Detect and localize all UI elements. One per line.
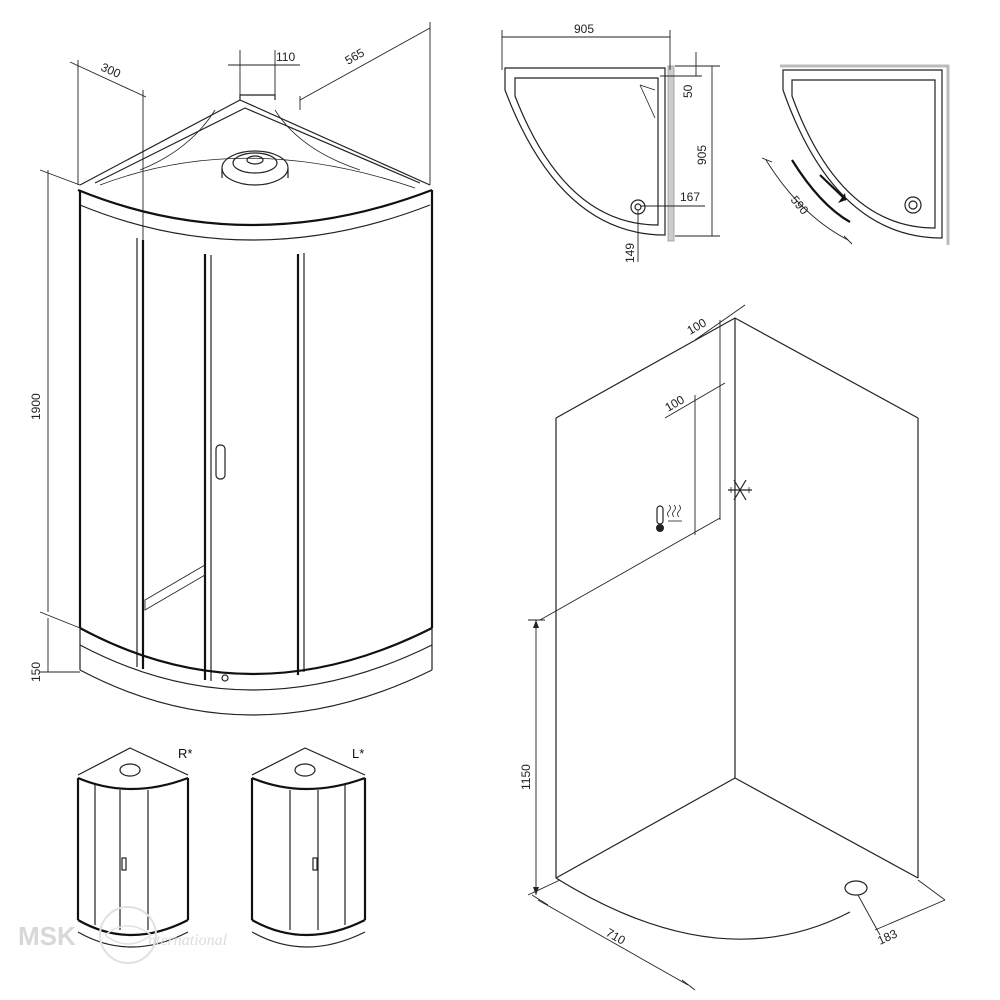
variant-left: L* bbox=[250, 746, 367, 948]
dim-110: 110 bbox=[276, 50, 295, 64]
dim-590: 590 bbox=[788, 193, 812, 218]
variant-left-label: L* bbox=[352, 746, 364, 761]
dim-710: 710 bbox=[604, 925, 629, 947]
dim-150: 150 bbox=[29, 662, 43, 682]
svg-text:MSK: MSK bbox=[18, 921, 76, 951]
variant-right-label: R* bbox=[178, 746, 192, 761]
svg-text:nternational: nternational bbox=[148, 932, 228, 949]
dim-1150: 1150 bbox=[519, 764, 533, 790]
dim-905-width: 905 bbox=[574, 22, 594, 36]
dim-1900: 1900 bbox=[29, 393, 43, 420]
front-view: 300 110 565 1900 150 bbox=[29, 22, 434, 716]
dim-149: 149 bbox=[623, 243, 637, 263]
dim-167: 167 bbox=[680, 190, 700, 204]
wall-layout: 100 100 1150 bbox=[519, 304, 946, 991]
door-plan: 590 bbox=[761, 64, 950, 245]
dim-565: 565 bbox=[343, 45, 368, 67]
variant-right: R* bbox=[76, 746, 192, 948]
thermostat-icon bbox=[656, 504, 682, 532]
drain-icon bbox=[904, 196, 922, 214]
snowflake-icon bbox=[728, 479, 752, 501]
dim-905-depth: 905 bbox=[695, 145, 709, 165]
tray-plan: 905 905 50 167 149 bbox=[501, 22, 720, 263]
dim-183: 183 bbox=[875, 926, 899, 947]
dim-50: 50 bbox=[681, 84, 695, 98]
floor-drain-icon bbox=[844, 880, 868, 896]
watermark-logo: MSK nternational bbox=[18, 906, 228, 964]
door-handle bbox=[215, 444, 226, 480]
dim-100-upper: 100 bbox=[663, 392, 688, 414]
dim-300: 300 bbox=[99, 60, 123, 81]
